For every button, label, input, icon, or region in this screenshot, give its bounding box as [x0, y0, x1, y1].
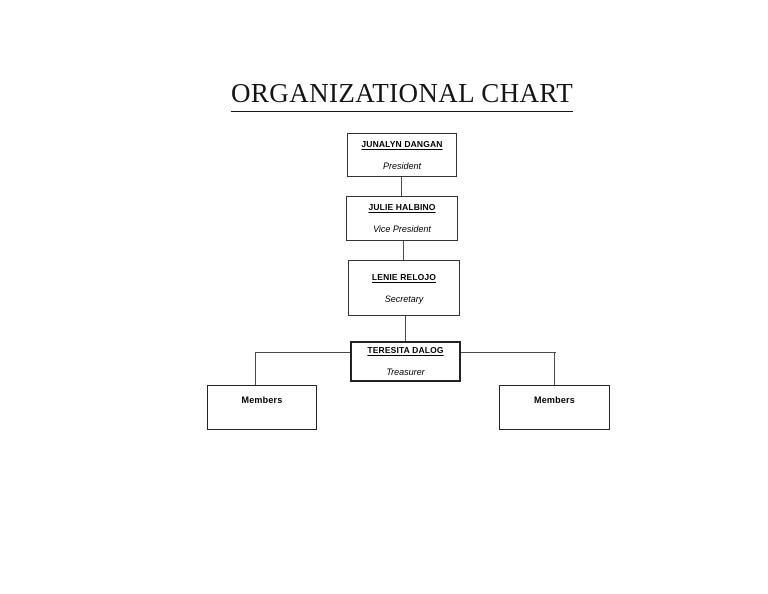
connector-president-to-vice-president	[401, 177, 403, 196]
org-node-vice-president-role: Vice President	[373, 224, 431, 235]
connector-treasurer-to-members-right-vertical	[554, 352, 556, 385]
org-node-president[interactable]: JUNALYN DANGAN President	[347, 133, 457, 177]
connector-treasurer-to-members-left-horizontal	[255, 352, 351, 354]
connector-secretary-to-treasurer	[405, 316, 407, 341]
org-node-members-right-label: Members	[534, 395, 575, 405]
org-node-secretary[interactable]: LENIE RELOJO Secretary	[348, 260, 460, 316]
page-title: ORGANIZATIONAL CHART	[231, 78, 574, 112]
org-node-president-role: President	[382, 160, 422, 171]
org-node-members-left-label: Members	[241, 395, 283, 405]
connector-treasurer-to-members-right-horizontal	[461, 352, 556, 354]
org-node-members-right[interactable]: Members	[499, 385, 610, 430]
org-node-vice-president[interactable]: JULIE HALBINO Vice President	[346, 196, 458, 241]
org-node-treasurer-name: TERESITA DALOG	[367, 345, 444, 355]
connector-treasurer-to-members-left-vertical	[255, 352, 257, 385]
connector-vice-president-to-secretary	[403, 241, 405, 260]
org-node-treasurer[interactable]: TERESITA DALOG Treasurer	[350, 341, 461, 382]
org-node-treasurer-role: Treasurer	[386, 367, 425, 378]
org-node-secretary-role: Secretary	[384, 293, 424, 304]
org-node-vice-president-name: JULIE HALBINO	[368, 202, 436, 212]
org-node-members-left[interactable]: Members	[207, 385, 317, 430]
org-node-secretary-name: LENIE RELOJO	[371, 271, 437, 282]
org-node-president-name: JUNALYN DANGAN	[361, 138, 443, 149]
